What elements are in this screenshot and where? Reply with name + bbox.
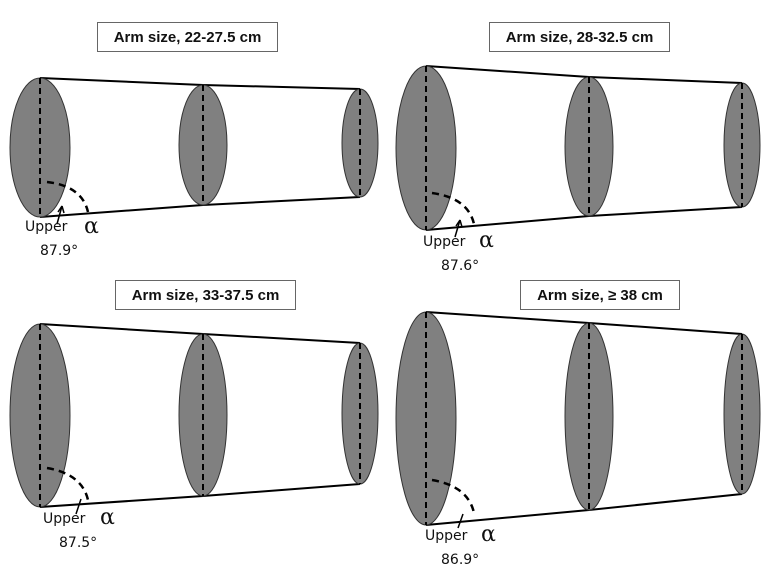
panel-1-angle-value: 87.9° — [40, 243, 79, 259]
pointer-arrow — [454, 219, 461, 238]
panel-3-alpha-symbol: α — [100, 505, 115, 530]
panel-2-title: Arm size, 28-32.5 cm — [489, 22, 670, 52]
panel-3-cone — [9, 323, 379, 515]
panel-2-alpha-symbol: α — [479, 228, 494, 253]
panel-4-title: Arm size, ≥ 38 cm — [520, 280, 680, 310]
panel-4-upper-label: Upper — [425, 528, 468, 544]
panel-2-cone — [395, 65, 761, 238]
panel-2-angle-value: 87.6° — [441, 258, 480, 274]
panel-4-angle-value: 86.9° — [441, 552, 480, 568]
panel-3-upper-label: Upper — [43, 511, 86, 527]
pointer-arrow — [75, 498, 82, 515]
pointer-arrow — [56, 205, 63, 225]
panel-1-title: Arm size, 22-27.5 cm — [97, 22, 278, 52]
panel-3-title: Arm size, 33-37.5 cm — [115, 280, 296, 310]
panel-1-alpha-symbol: α — [84, 214, 99, 239]
panel-1-upper-label: Upper — [25, 219, 68, 235]
panel-3-angle-value: 87.5° — [59, 535, 98, 551]
panel-2-upper-label: Upper — [423, 234, 466, 250]
panel-4-cone — [395, 311, 761, 529]
angle-arc — [431, 478, 476, 514]
pointer-arrow — [457, 513, 464, 529]
angle-arc — [431, 191, 476, 225]
angle-arc — [46, 180, 90, 213]
panel-4-alpha-symbol: α — [481, 522, 496, 547]
panel-1-cone — [9, 77, 379, 225]
angle-arc — [46, 466, 90, 501]
